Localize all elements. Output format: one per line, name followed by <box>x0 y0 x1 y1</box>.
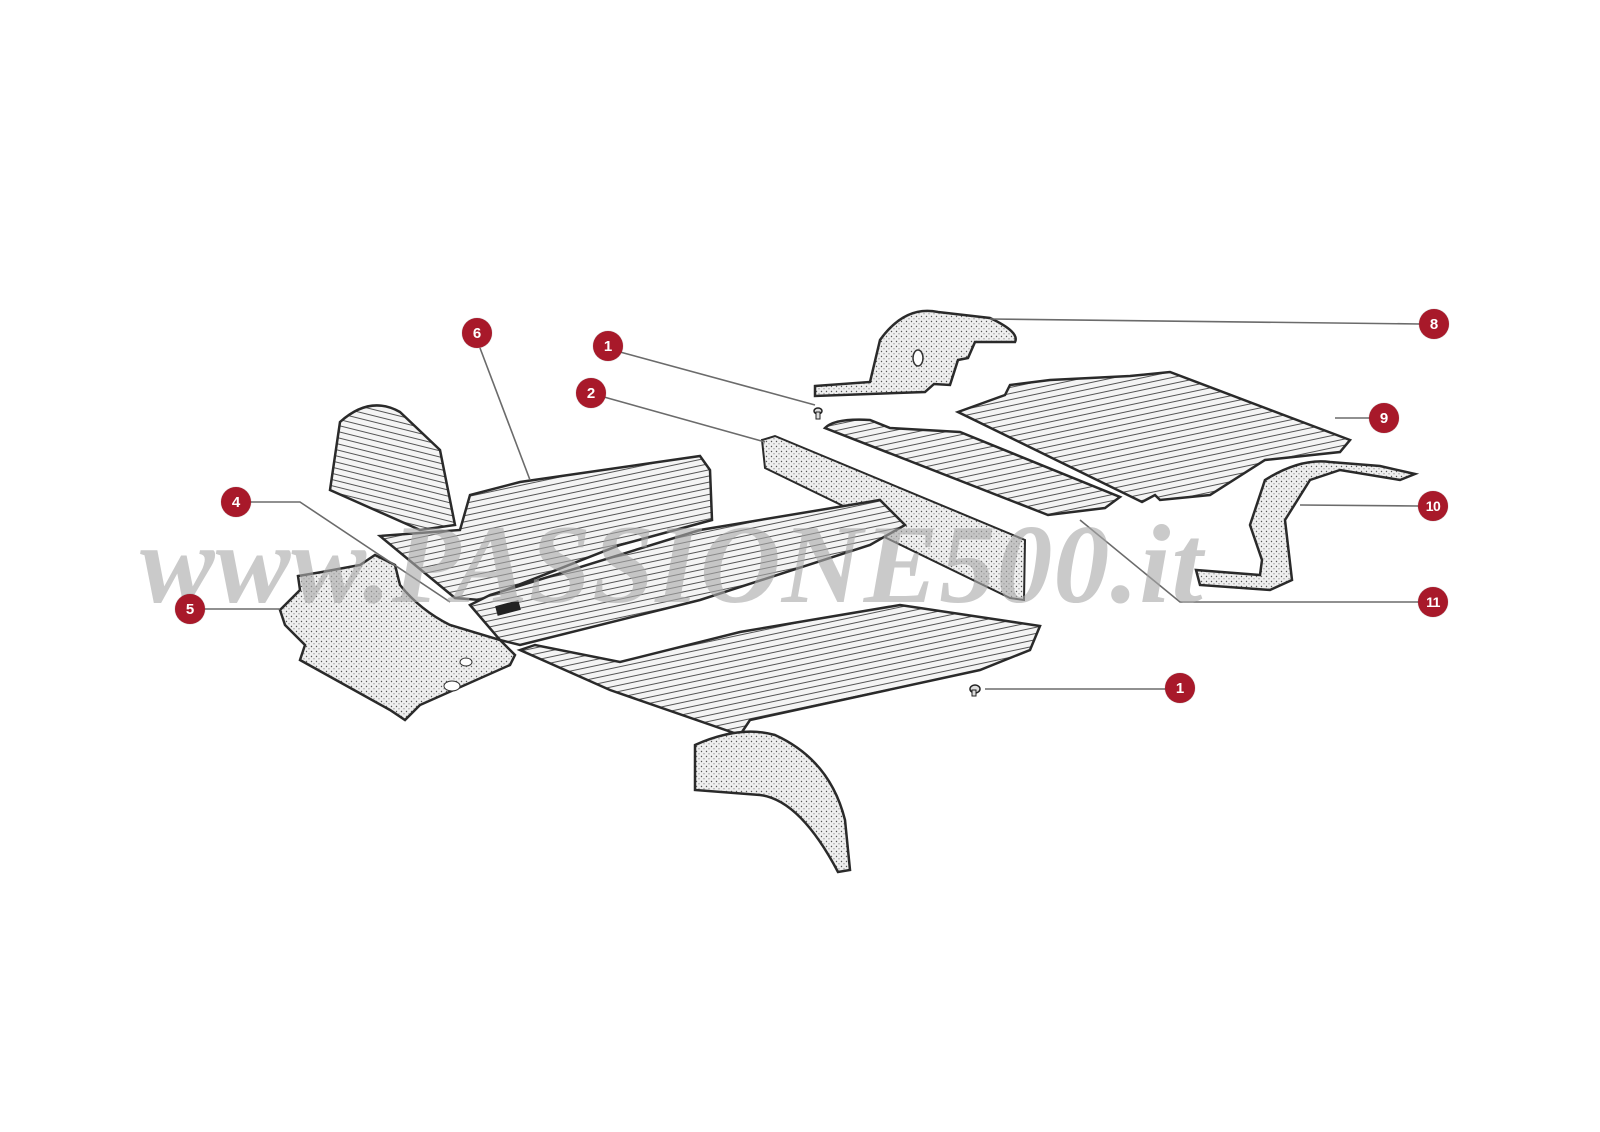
part-4-tunnel-mat <box>468 498 908 647</box>
callout-10: 10 <box>1418 491 1448 521</box>
part-1-clip-bottom <box>969 684 981 697</box>
part-9-rear-mat <box>954 370 1353 504</box>
part-6-left-front-mat <box>328 404 714 602</box>
callout-1-top: 1 <box>593 331 623 361</box>
callout-4: 4 <box>221 487 251 517</box>
callout-5: 5 <box>175 594 205 624</box>
leader-11 <box>1079 519 1420 603</box>
part-front-wheel-arch <box>693 730 852 874</box>
leader-6 <box>479 347 531 481</box>
leader-8 <box>989 318 1421 325</box>
callout-8: 8 <box>1419 309 1449 339</box>
leader-2 <box>603 396 766 443</box>
callout-6: 6 <box>462 318 492 348</box>
leader-4 <box>250 501 451 603</box>
leader-lines <box>204 318 1421 690</box>
part-1-clip-top <box>813 407 823 420</box>
leader-10 <box>1299 504 1419 507</box>
callout-9: 9 <box>1369 403 1399 433</box>
callout-1-bottom: 1 <box>1165 673 1195 703</box>
part-8-tunnel-cover <box>813 309 1017 398</box>
part-left-heel-guard <box>328 404 457 532</box>
callout-11: 11 <box>1418 587 1448 617</box>
part-10-wheel-arch <box>1194 460 1420 592</box>
leader-1-top <box>619 351 816 406</box>
part-11-center-mat <box>822 418 1123 517</box>
part-5-footwell-mat <box>278 553 517 722</box>
callout-2: 2 <box>576 378 606 408</box>
